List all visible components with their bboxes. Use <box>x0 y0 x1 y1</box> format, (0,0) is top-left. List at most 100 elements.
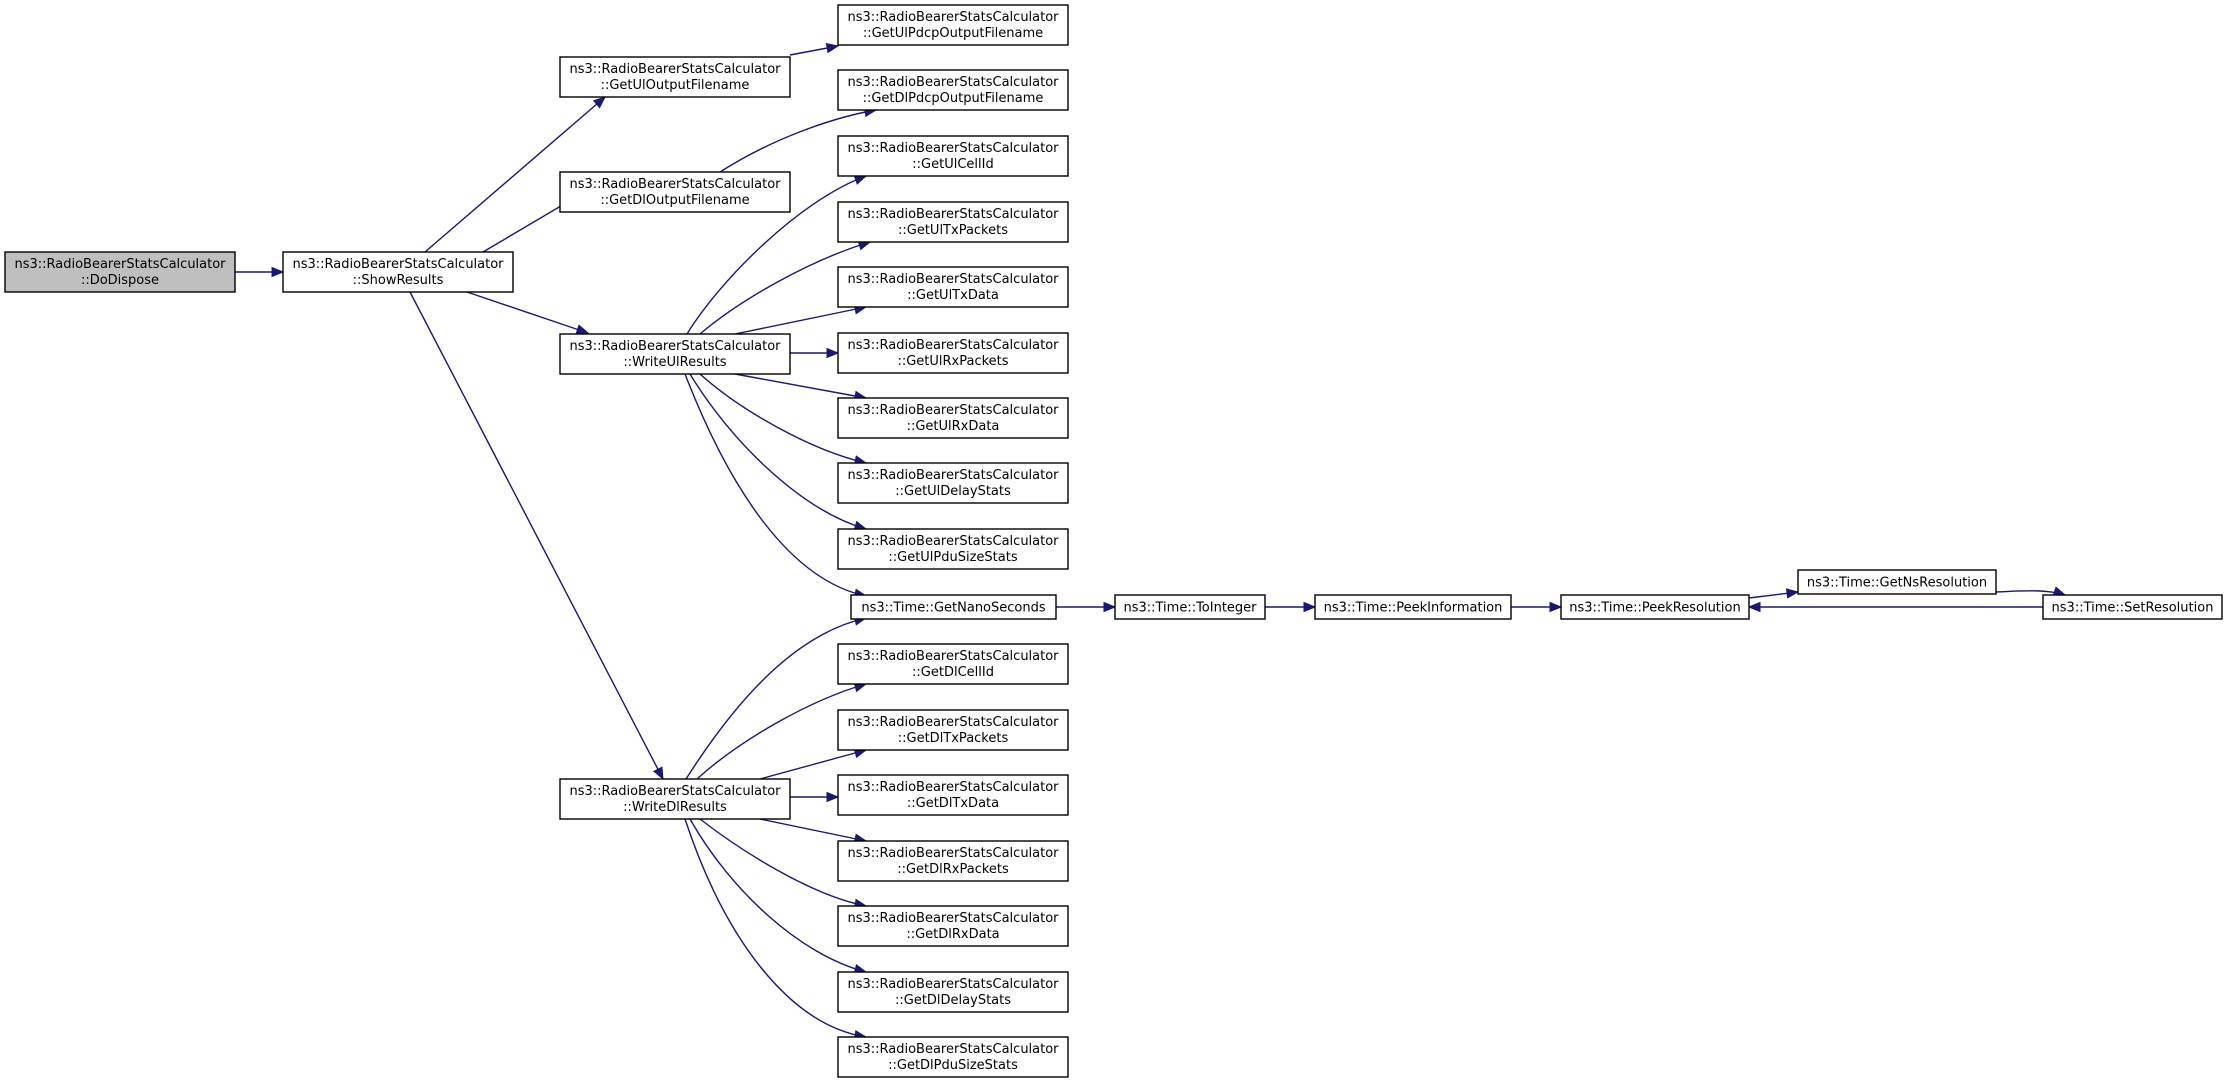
node-getdlrxdata[interactable]: ns3::RadioBearerStatsCalculator::GetDlRx… <box>837 905 1069 947</box>
node-label-line1: ns3::Time::PeekInformation <box>1324 601 1503 616</box>
edge-arrowhead-icon <box>1103 601 1117 613</box>
node-label-line2: ::GetDlTxData <box>907 796 999 811</box>
node-getdloutputfilename[interactable]: ns3::RadioBearerStatsCalculator::GetDlOu… <box>559 171 791 213</box>
node-label-line2: ::GetUlTxPackets <box>898 223 1008 238</box>
edge-peekinformation-to-peekresolution <box>1511 601 1563 613</box>
edge-tointeger-to-peekinformation <box>1265 601 1317 613</box>
edge-writeulresults-to-getultxdata <box>734 304 868 335</box>
node-setresolution[interactable]: ns3::Time::SetResolution <box>2042 594 2223 620</box>
node-tointeger[interactable]: ns3::Time::ToInteger <box>1114 594 1266 620</box>
node-box <box>837 528 1069 570</box>
node-label-line2: ::GetDlPdcpOutputFilename <box>863 91 1044 106</box>
edge-line <box>699 818 867 907</box>
edge-writeulresults-to-getulcellid <box>686 175 868 335</box>
node-box <box>1560 594 1750 620</box>
edge-line <box>689 373 867 530</box>
edge-line <box>684 373 867 597</box>
edge-arrowhead-icon <box>826 347 840 359</box>
node-box <box>837 135 1069 177</box>
node-label-line1: ns3::RadioBearerStatsCalculator <box>847 141 1059 156</box>
node-box <box>850 594 1057 620</box>
node-label-line2: ::GetDlRxData <box>906 927 999 942</box>
node-label-line1: ns3::RadioBearerStatsCalculator <box>847 1042 1059 1057</box>
node-getulrxpackets[interactable]: ns3::RadioBearerStatsCalculator::GetUlRx… <box>837 332 1069 374</box>
node-getdlcellid[interactable]: ns3::RadioBearerStatsCalculator::GetDlCe… <box>837 643 1069 685</box>
node-label-line1: ns3::RadioBearerStatsCalculator <box>847 911 1059 926</box>
node-box <box>282 251 514 293</box>
node-getdldelaystats[interactable]: ns3::RadioBearerStatsCalculator::GetDlDe… <box>837 971 1069 1013</box>
node-box <box>837 201 1069 243</box>
node-getulrxdata[interactable]: ns3::RadioBearerStatsCalculator::GetUlRx… <box>837 397 1069 439</box>
node-getdltxdata[interactable]: ns3::RadioBearerStatsCalculator::GetDlTx… <box>837 774 1069 816</box>
node-getulcellid[interactable]: ns3::RadioBearerStatsCalculator::GetUlCe… <box>837 135 1069 177</box>
node-label-line2: ::GetUlCellId <box>912 157 993 172</box>
node-label-line1: ns3::RadioBearerStatsCalculator <box>847 715 1059 730</box>
edge-showresults-to-writedlresults <box>409 291 664 781</box>
node-getultxdata[interactable]: ns3::RadioBearerStatsCalculator::GetUlTx… <box>837 266 1069 308</box>
node-label-line1: ns3::RadioBearerStatsCalculator <box>569 177 781 192</box>
node-getultxpackets[interactable]: ns3::RadioBearerStatsCalculator::GetUlTx… <box>837 201 1069 243</box>
node-box <box>837 840 1069 882</box>
edge-showresults-to-writeulresults <box>466 291 590 335</box>
node-label-line2: ::GetDlPduSizeStats <box>888 1058 1018 1073</box>
node-label-line2: ::GetDlOutputFilename <box>600 193 749 208</box>
node-getdlrxpackets[interactable]: ns3::RadioBearerStatsCalculator::GetDlRx… <box>837 840 1069 882</box>
node-box <box>1114 594 1266 620</box>
edge-arrowhead-icon <box>826 791 840 803</box>
node-writeulresults[interactable]: ns3::RadioBearerStatsCalculator::WriteUl… <box>559 333 791 375</box>
node-writedlresults[interactable]: ns3::RadioBearerStatsCalculator::WriteDl… <box>559 778 791 820</box>
node-label-line1: ns3::Time::PeekResolution <box>1569 601 1740 616</box>
node-label-line2: ::GetUlTxData <box>907 288 999 303</box>
node-getnanoseconds[interactable]: ns3::Time::GetNanoSeconds <box>850 594 1057 620</box>
node-showresults[interactable]: ns3::RadioBearerStatsCalculator::ShowRes… <box>282 251 514 293</box>
edge-line <box>696 683 867 780</box>
edge-arrowhead-icon <box>575 324 590 335</box>
edge-writedlresults-to-getnanoseconds <box>685 615 868 780</box>
edge-line <box>699 241 871 335</box>
node-label-line1: ns3::RadioBearerStatsCalculator <box>847 468 1059 483</box>
edge-getuloutputfilename-to-getulpdcpoutputfilename <box>789 42 840 56</box>
node-box <box>837 709 1069 751</box>
node-box <box>837 971 1069 1013</box>
edge-arrowhead-icon <box>1747 601 1761 613</box>
node-label-line2: ::GetUlRxPackets <box>897 354 1008 369</box>
node-getdltxpackets[interactable]: ns3::RadioBearerStatsCalculator::GetDlTx… <box>837 709 1069 751</box>
node-label-line2: ::GetDlRxPackets <box>897 862 1009 877</box>
edge-arrowhead-icon <box>853 175 868 185</box>
node-label-line1: ns3::RadioBearerStatsCalculator <box>847 75 1059 90</box>
edge-arrowhead-icon <box>1785 588 1800 599</box>
edge-line <box>759 818 867 842</box>
node-peekresolution[interactable]: ns3::Time::PeekResolution <box>1560 594 1750 620</box>
node-getnsresolution[interactable]: ns3::Time::GetNsResolution <box>1797 569 1997 595</box>
edge-arrowhead-icon <box>653 766 664 781</box>
edge-line <box>684 818 867 1038</box>
node-box <box>837 1036 1069 1078</box>
node-getulpdusizestats[interactable]: ns3::RadioBearerStatsCalculator::GetUlPd… <box>837 528 1069 570</box>
edge-writeulresults-to-getulrxdata <box>734 373 868 402</box>
node-peekinformation[interactable]: ns3::Time::PeekInformation <box>1314 594 1512 620</box>
node-box <box>837 332 1069 374</box>
edge-line <box>734 373 867 399</box>
node-label-line1: ns3::Time::SetResolution <box>2052 601 2214 616</box>
node-label-line1: ns3::RadioBearerStatsCalculator <box>847 534 1059 549</box>
node-dodispose[interactable]: ns3::RadioBearerStatsCalculator::DoDispo… <box>4 251 236 293</box>
node-label-line2: ::WriteDlResults <box>623 800 727 815</box>
node-label-line1: ns3::RadioBearerStatsCalculator <box>847 780 1059 795</box>
node-label-line2: ::GetDlTxPackets <box>898 731 1009 746</box>
node-label-line2: ::GetUlPdcpOutputFilename <box>863 26 1043 41</box>
node-getuldelaystats[interactable]: ns3::RadioBearerStatsCalculator::GetUlDe… <box>837 462 1069 504</box>
edge-writedlresults-to-getdlrxpackets <box>759 818 868 844</box>
edge-peekresolution-to-getnsresolution <box>1748 588 1800 599</box>
node-box <box>837 643 1069 685</box>
node-getdlpdusizestats[interactable]: ns3::RadioBearerStatsCalculator::GetDlPd… <box>837 1036 1069 1078</box>
node-box <box>837 266 1069 308</box>
edge-arrowhead-icon <box>1303 601 1317 613</box>
node-label-line1: ns3::RadioBearerStatsCalculator <box>847 10 1059 25</box>
edge-dodispose-to-showresults <box>235 266 285 278</box>
node-getulpdcpoutputfilename[interactable]: ns3::RadioBearerStatsCalculator::GetUlPd… <box>837 4 1069 46</box>
edge-line <box>686 175 867 335</box>
node-box <box>837 462 1069 504</box>
node-getuloutputfilename[interactable]: ns3::RadioBearerStatsCalculator::GetUlOu… <box>559 56 791 98</box>
node-getdlpdcpoutputfilename[interactable]: ns3::RadioBearerStatsCalculator::GetDlPd… <box>837 69 1069 111</box>
